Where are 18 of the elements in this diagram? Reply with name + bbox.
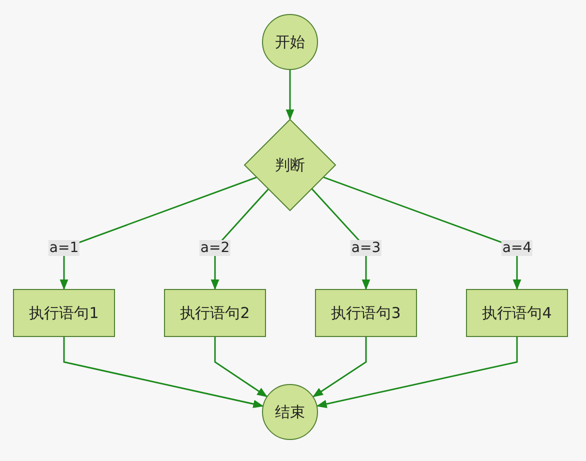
arrow (316, 337, 518, 408)
arrow (286, 70, 294, 120)
edge-label: a=3 (350, 240, 382, 256)
edge-label: a=2 (199, 240, 231, 256)
edge-label: a=4 (501, 240, 533, 256)
node-label: 执行语句1 (29, 304, 99, 322)
node-label: 开始 (275, 32, 305, 52)
edge-label: a=1 (48, 240, 80, 256)
node-label: 判断 (275, 156, 305, 174)
arrow (60, 176, 257, 290)
arrow (312, 337, 367, 398)
node-label: 执行语句2 (180, 304, 250, 322)
node-label: 执行语句3 (331, 304, 401, 322)
node-label: 结束 (275, 402, 305, 422)
arrow (323, 176, 522, 290)
arrow (214, 337, 268, 398)
node-label: 执行语句4 (482, 304, 552, 322)
arrow (63, 337, 264, 408)
